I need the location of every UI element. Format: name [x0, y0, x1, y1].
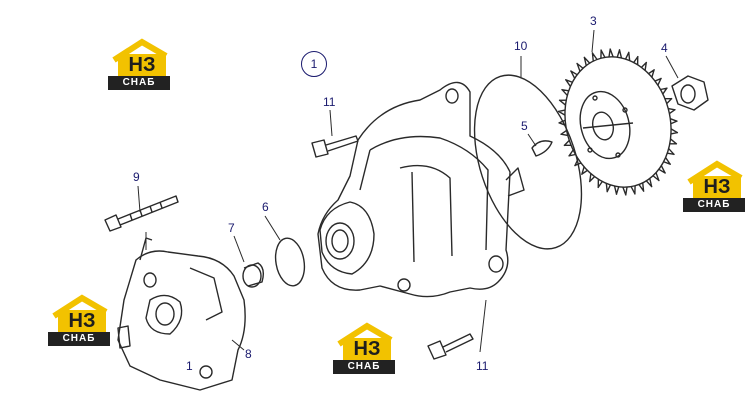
callout-7: 7	[228, 221, 235, 235]
watermark-logo: НЗ СНАБ	[683, 158, 745, 216]
callout-4: 4	[661, 41, 668, 55]
watermark-logo: НЗ СНАБ	[108, 36, 170, 94]
callout-9: 9	[133, 170, 140, 184]
bolt-upper	[311, 135, 359, 158]
callout-3: 3	[590, 14, 597, 28]
watermark-mark: НЗ	[58, 310, 106, 332]
assembly-number-callout: 1	[301, 51, 327, 77]
watermark-band: СНАБ	[48, 332, 110, 346]
callout-11-upper: 11	[323, 95, 336, 109]
callout-5: 5	[521, 119, 528, 133]
watermark-logo: НЗ СНАБ	[48, 292, 110, 350]
watermark-band: СНАБ	[683, 198, 745, 212]
bushing	[242, 262, 265, 288]
large-o-ring	[473, 74, 583, 250]
callout-6: 6	[262, 200, 269, 214]
leader-lines	[137, 29, 679, 353]
watermark-band: СНАБ	[108, 76, 170, 90]
callout-10: 10	[514, 39, 528, 53]
watermark-logo: НЗ СНАБ	[333, 320, 395, 378]
callout-1: 1	[186, 359, 193, 373]
long-bolt	[104, 195, 179, 232]
pump-cover	[117, 237, 246, 391]
callout-11-lower: 11	[476, 359, 489, 373]
gear-teeth	[557, 48, 679, 196]
pump-housing	[317, 81, 525, 298]
woodruff-key	[531, 140, 553, 157]
watermark-mark: НЗ	[693, 176, 741, 198]
bolt-lower	[427, 333, 474, 360]
watermark-mark: НЗ	[118, 54, 166, 76]
gear	[557, 48, 679, 196]
hex-nut	[671, 75, 709, 111]
small-o-ring	[274, 237, 306, 287]
watermark-mark: НЗ	[343, 338, 391, 360]
watermark-band: СНАБ	[333, 360, 395, 374]
callout-8: 8	[245, 347, 252, 361]
